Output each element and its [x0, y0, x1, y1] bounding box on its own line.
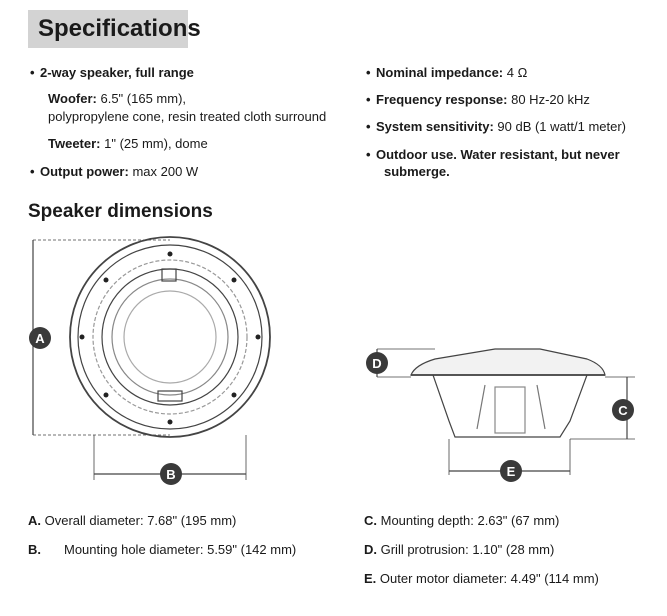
spec-frequency: • Frequency response: 80 Hz-20 kHz [366, 92, 590, 108]
dimension-key: D. [364, 542, 377, 557]
page-title: Specifications [28, 10, 201, 48]
dimension-desc: Mounting hole diameter: 5.59" (142 mm) [64, 542, 297, 557]
bullet: • [366, 119, 371, 134]
screw-hole [167, 251, 173, 257]
dimension-b-desc: Mounting hole diameter: 5.59" (142 mm) [64, 542, 296, 557]
cone-outer [101, 268, 239, 406]
spec-value: 4 Ω [503, 65, 528, 80]
spec-outdoor: • Outdoor use. Water resistant, but neve… [366, 147, 620, 163]
tweeter-label: Tweeter: [48, 136, 101, 151]
marker-c-circle [612, 399, 634, 421]
screw-hole [231, 392, 237, 398]
screw-hole [103, 392, 109, 398]
dimension-key: B. [28, 542, 41, 557]
basket-ribs [476, 384, 546, 430]
dimension-c-text: C. Mounting depth: 2.63" (67 mm) [364, 513, 559, 528]
basket-body [432, 374, 588, 438]
dimension-desc: Grill protrusion: 1.10" (28 mm) [377, 542, 555, 557]
dimension-key: E. [364, 571, 377, 586]
bullet: • [30, 164, 35, 179]
marker-b-circle [160, 463, 182, 485]
marker-a-circle [29, 327, 51, 349]
bullet: • [366, 65, 371, 80]
mounting-hole-outline [92, 259, 248, 415]
woofer-size: 6.5" (165 mm), [96, 91, 187, 106]
marker-d: D [366, 352, 388, 374]
screw-hole [79, 334, 85, 340]
spec-tweeter: Tweeter: 1" (25 mm), dome [48, 136, 208, 152]
bullet: • [366, 147, 371, 162]
grill-profile [410, 348, 606, 376]
section-title: Speaker dimensions [28, 201, 213, 222]
spec-label: Frequency response: [376, 92, 508, 107]
inner-ring [77, 244, 263, 430]
speaker-side-view: D C E [366, 348, 635, 482]
spec-value: max 200 W [128, 164, 199, 179]
spec-label: Outdoor use. Water resistant, but never [376, 147, 620, 162]
dimension-desc: Mounting depth: 2.63" (67 mm) [377, 513, 560, 528]
screw-hole [167, 419, 173, 425]
spec-speaker-type: • 2-way speaker, full range [30, 65, 194, 81]
marker-b: B [160, 463, 182, 485]
marker-a-label: A [35, 331, 45, 346]
screw-hole [255, 334, 261, 340]
spec-sensitivity: • System sensitivity: 90 dB (1 watt/1 me… [366, 119, 627, 135]
marker-e-label: E [507, 464, 516, 479]
bullet: • [30, 65, 35, 80]
tweeter-size: 1" (25 mm), dome [100, 136, 208, 151]
screw-hole [103, 277, 109, 283]
spec-label: Output power: [40, 164, 129, 179]
cone-inner [123, 290, 217, 384]
woofer-material: polypropylene cone, resin treated cloth … [48, 109, 327, 124]
marker-c: C [612, 399, 634, 421]
dimension-desc: Outer motor diameter: 4.49" (114 mm) [376, 571, 599, 586]
screw-hole [231, 277, 237, 283]
spec-woofer: Woofer: 6.5" (165 mm), [48, 91, 186, 107]
spec-label-cont: submerge. [384, 164, 450, 179]
dimension-key: A. [28, 513, 41, 528]
spec-woofer-material: polypropylene cone, resin treated cloth … [48, 109, 326, 125]
marker-e-circle [500, 460, 522, 482]
marker-a: A [29, 327, 51, 349]
woofer-label: Woofer: [48, 91, 97, 106]
marker-d-circle [366, 352, 388, 374]
magnet-housing [494, 386, 526, 434]
spec-label: 2-way speaker, full range [40, 65, 194, 80]
dimension-a-text: A. Overall diameter: 7.68" (195 mm) [28, 513, 236, 528]
spec-label: Nominal impedance: [376, 65, 504, 80]
spec-outdoor-cont: submerge. [384, 164, 450, 180]
outer-ring [69, 236, 271, 438]
dimension-e-text: E. Outer motor diameter: 4.49" (114 mm) [364, 571, 599, 586]
marker-d-label: D [372, 356, 381, 371]
spec-value: 90 dB (1 watt/1 meter) [493, 119, 627, 134]
spec-impedance: • Nominal impedance: 4 Ω [366, 65, 528, 81]
dimension-d-text: D. Grill protrusion: 1.10" (28 mm) [364, 542, 554, 557]
cone-mid [111, 278, 229, 396]
tweeter-bridge-top [161, 268, 177, 282]
spec-value: 80 Hz-20 kHz [507, 92, 590, 107]
bullet: • [366, 92, 371, 107]
tweeter-bridge-bottom [157, 390, 183, 402]
spec-label: System sensitivity: [376, 119, 494, 134]
marker-b-label: B [166, 467, 175, 482]
speaker-front-view: A B [29, 236, 271, 485]
spec-output-power: • Output power: max 200 W [30, 164, 199, 180]
dimension-b-text: B. [28, 542, 41, 557]
dimension-key: C. [364, 513, 377, 528]
marker-c-label: C [618, 403, 628, 418]
dimension-desc: Overall diameter: 7.68" (195 mm) [41, 513, 237, 528]
marker-e: E [500, 460, 522, 482]
